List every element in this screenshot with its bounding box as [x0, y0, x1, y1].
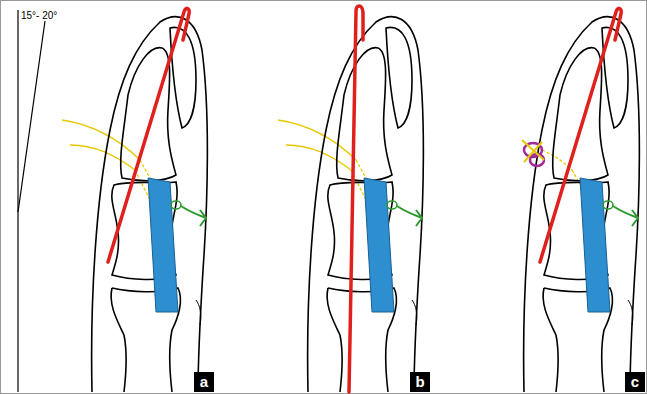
angle-label: 15°- 20° [20, 10, 58, 21]
panel-letter: b [410, 372, 430, 392]
panel-letter: a [194, 372, 214, 392]
panel-letter: c [625, 372, 645, 392]
